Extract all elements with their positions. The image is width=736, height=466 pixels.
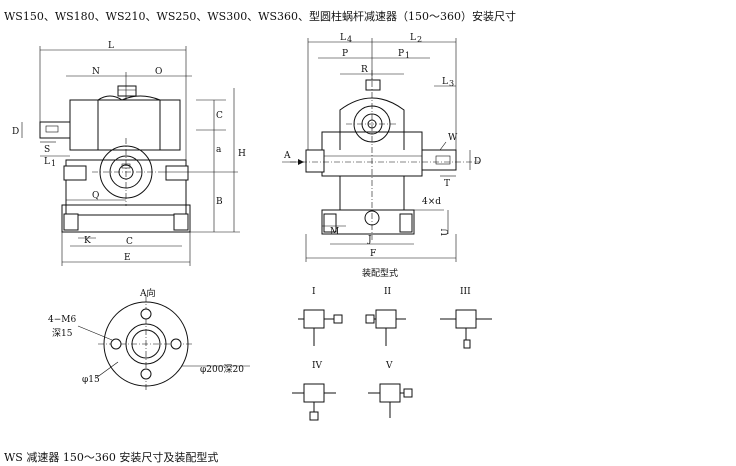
assembly-label-4: IV [312,361,323,371]
diagram-title: WS150、WS180、WS210、WS250、WS300、WS360、型圆柱蜗… [4,10,517,23]
dim-D-side: D [474,157,481,167]
dim-K: K [84,236,91,246]
flange-note-depth: 深15 [52,328,73,339]
assembly-caption: 装配型式 [362,267,398,279]
flange-title: A向 [139,287,156,299]
breather-cap-side [365,79,381,91]
dim-L1-sub: 1 [51,159,56,168]
dim-W: W [448,133,458,143]
dim-J: J [367,235,372,245]
front-view: L N O C a B H D S L 1 Q K C E [12,41,246,266]
dim-L3: L [442,77,448,87]
dim-C-right: C [216,111,223,121]
bolt-hole-bottom [140,368,152,380]
assembly-label-1: I [312,287,316,297]
flange-phi15: φ15 [82,375,100,385]
dim-S: S [44,145,50,155]
dim-H: H [238,149,246,159]
input-shaft [39,121,71,139]
dim-L4-sub: 4 [347,35,352,44]
flange-note-m6: 4−M6 [48,315,76,325]
dim-L-front: L [108,41,114,51]
bolt-hole-top [140,308,152,320]
dim-Q: Q [92,191,99,201]
dim-bolt: 4×d [422,197,441,207]
dim-D-front: D [12,127,19,137]
dim-a: a [216,145,222,155]
breather-cap [117,85,137,97]
dim-L1: L [44,157,50,167]
dim-N: N [92,67,100,77]
dim-T: T [444,179,450,189]
flange-phi200: φ200深20 [200,364,244,375]
flange-view: A向 4−M6 深15 φ15 φ200深20 [48,287,250,392]
output-shaft [421,149,457,171]
dim-L4: L [340,33,346,43]
figure-caption: WS 减速器 150～360 安装尺寸及装配型式 [4,451,219,464]
dim-L3-sub: 3 [449,79,454,88]
dim-E: E [124,253,131,263]
dim-O: O [155,67,162,77]
dim-P1-sub: 1 [405,51,410,60]
view-arrow-A: A [283,151,291,161]
dim-F: F [370,249,376,259]
dim-B: B [216,197,223,207]
assembly-label-3: III [460,287,471,297]
side-view: L 4 L 2 P P 1 R L 3 A W D T 4×d U M J [282,33,481,279]
dim-P1: P [398,49,404,59]
bolt-hole-left [110,338,122,350]
dim-L2: L [410,33,416,43]
dim-P: P [342,49,348,59]
assembly-label-5: V [385,361,393,371]
dim-U: U [441,228,451,236]
bolt-hole-right [170,338,182,350]
dim-R: R [361,65,368,75]
left-shaft-stub [305,149,325,173]
assembly-types: I II III IV V [292,287,492,421]
dim-C-bottom: C [126,237,133,247]
dim-M: M [330,227,339,237]
assembly-label-2: II [384,287,392,297]
dim-L2-sub: 2 [417,35,422,44]
